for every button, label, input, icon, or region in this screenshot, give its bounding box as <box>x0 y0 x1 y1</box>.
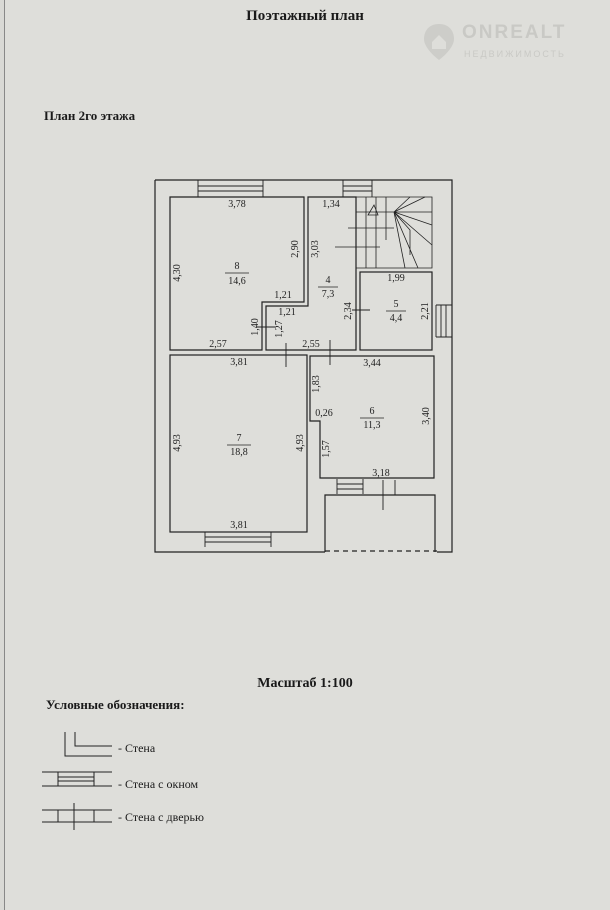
dim-label: 4,93 <box>295 434 306 452</box>
floor-subtitle: План 2го этажа <box>44 108 136 123</box>
dim-label: 1,27 <box>274 320 285 338</box>
room-8-outline <box>169 196 305 351</box>
watermark-tagline: НЕДВИЖИМОСТЬ <box>464 49 566 59</box>
room-7-outline <box>169 354 308 533</box>
dim-label: 3,78 <box>228 199 246 210</box>
legend-door-symbol <box>42 803 112 830</box>
legend-window-label: - Стена с окном <box>118 777 199 791</box>
legend-heading: Условные обозначения: <box>46 697 185 712</box>
dim-label: 3,18 <box>372 468 390 479</box>
door-symbols <box>256 309 396 510</box>
outer-wall <box>154 179 453 553</box>
room-5-area: 4,4 <box>390 313 403 324</box>
legend-symbols <box>42 732 112 830</box>
lower-area <box>324 494 436 552</box>
dim-label: 1,40 <box>250 318 261 336</box>
room-7-area: 18,8 <box>230 447 248 458</box>
dim-label: 2,90 <box>290 240 301 258</box>
room-5-outline <box>359 271 433 351</box>
watermark-brand: ONREALT <box>462 22 567 43</box>
staircase <box>335 196 433 269</box>
dim-label: 2,55 <box>302 339 320 350</box>
dim-label: 2,57 <box>209 339 227 350</box>
dim-label: 3,40 <box>421 407 432 425</box>
dim-label: 3,81 <box>230 520 248 531</box>
window-symbols <box>197 180 452 547</box>
house-pin-icon <box>424 24 454 60</box>
dim-label: 4,30 <box>172 264 183 282</box>
dim-label: 1,21 <box>278 307 296 318</box>
dim-label: 2,21 <box>420 302 431 320</box>
dim-label: 3,03 <box>310 240 321 258</box>
dim-label: 2,34 <box>343 302 354 320</box>
room-6-outline <box>309 355 435 479</box>
room-5-number: 5 <box>394 299 399 310</box>
legend-window-symbol <box>42 771 112 787</box>
page-title: Поэтажный план <box>246 8 364 24</box>
scale-label: Масштаб 1:100 <box>257 676 353 691</box>
room-4-area: 7,3 <box>322 289 335 300</box>
dim-label: 1,34 <box>322 199 340 210</box>
dim-label: 1,21 <box>274 290 292 301</box>
room-6-number: 6 <box>370 406 375 417</box>
room-8-area: 14,6 <box>228 276 246 287</box>
room-4-number: 4 <box>326 275 331 286</box>
legend-wall-label: - Стена <box>118 741 156 755</box>
room-7-number: 7 <box>237 433 242 444</box>
dim-label: 0,26 <box>315 408 333 419</box>
dim-label: 1,57 <box>321 440 332 458</box>
legend-wall-symbol <box>64 732 112 757</box>
room-6-area: 11,3 <box>363 420 380 431</box>
dim-label: 4,93 <box>172 434 183 452</box>
legend-door-label: - Стена с дверью <box>118 810 204 824</box>
room-8-number: 8 <box>235 261 240 272</box>
dim-label: 3,44 <box>363 358 381 369</box>
dim-label: 3,81 <box>230 357 248 368</box>
dim-label: 1,99 <box>387 273 405 284</box>
dim-label: 1,83 <box>311 375 322 393</box>
